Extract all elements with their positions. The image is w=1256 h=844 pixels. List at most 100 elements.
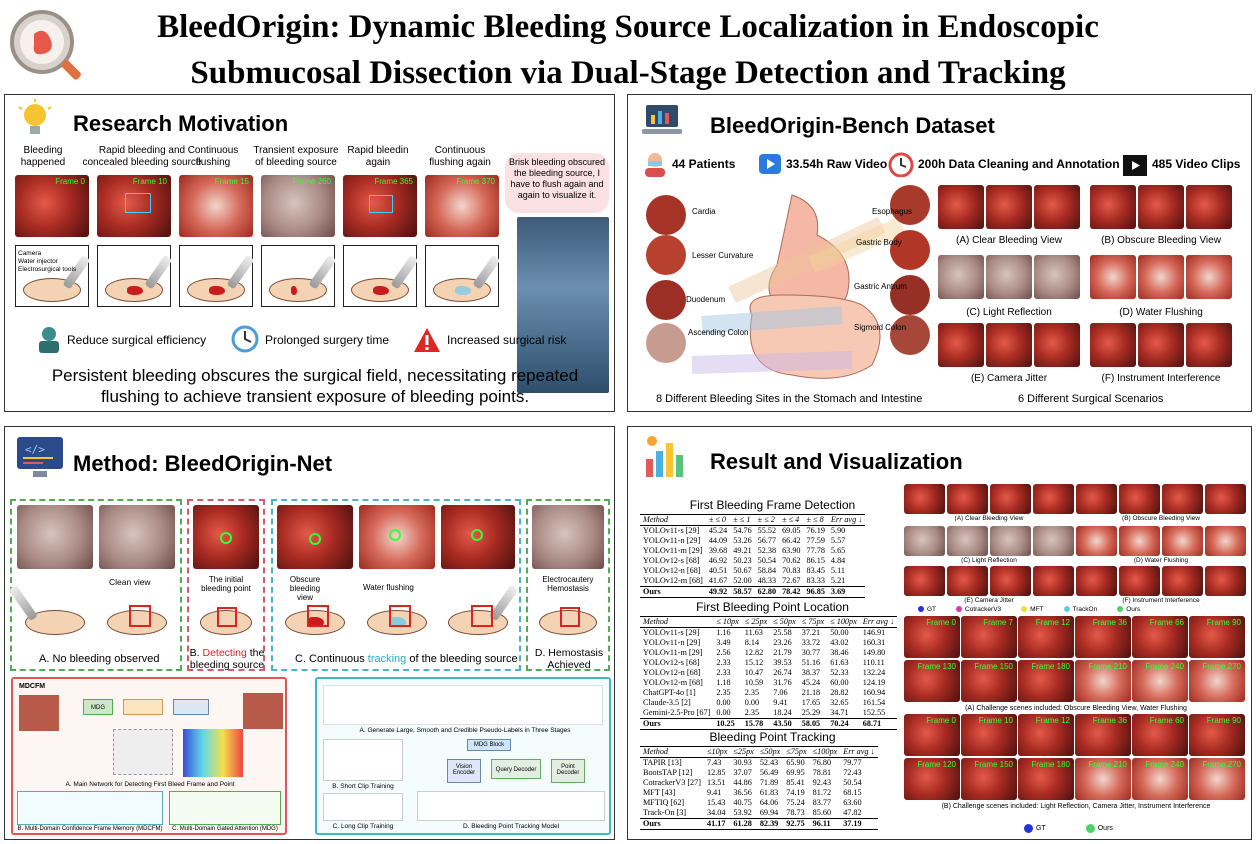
column-header: Err avg ↓ bbox=[827, 514, 866, 526]
table-cell: 72.67 bbox=[782, 576, 801, 585]
table-cell: 21.79 bbox=[773, 648, 792, 657]
stat-patients: 44 Patients bbox=[672, 157, 736, 171]
table-cell: 146.91 bbox=[862, 628, 886, 637]
table-cell: 83.77 bbox=[812, 798, 832, 807]
table-cell: 37.21 bbox=[801, 628, 821, 637]
scene-label: (A) Clear Bleeding View bbox=[954, 515, 1024, 522]
table-cell: 70.62 bbox=[782, 556, 801, 565]
table-cell: 8.14 bbox=[744, 638, 760, 647]
table-cell: 33.72 bbox=[801, 638, 821, 647]
track-b-caption: B. Short Clip Training bbox=[332, 783, 394, 790]
table-title: First Bleeding Frame Detection bbox=[689, 498, 856, 512]
scenarios-caption: 6 Different Surgical Scenarios bbox=[1018, 393, 1164, 405]
table-cell: 96.85 bbox=[803, 586, 828, 598]
table-cell: YOLOv12-m [68] bbox=[643, 576, 703, 585]
detection-network-box: MDCFM MDG A. Main Network for Detecting … bbox=[11, 677, 287, 835]
module-label: MDCFM bbox=[19, 683, 46, 690]
table-cell: 36.56 bbox=[733, 788, 752, 797]
table-cell: 12.82 bbox=[744, 648, 764, 657]
table-cell: 132.24 bbox=[862, 668, 886, 677]
surgery-sketch: Camera Water injector Electrosurgical to… bbox=[15, 245, 91, 307]
tracking-frame: Frame 36 bbox=[1075, 616, 1131, 658]
tracking-frame: Frame 0 bbox=[904, 616, 960, 658]
tracking-frame: Frame 10 bbox=[961, 714, 1017, 756]
table-cell: 56.49 bbox=[759, 768, 779, 777]
net-c-caption: C. Multi-Domain Gated Attention (MDG) bbox=[172, 826, 278, 832]
track-d-caption: D. Bleeding Point Tracking Model bbox=[462, 823, 560, 830]
tracking-frame: Frame 60 bbox=[1132, 714, 1188, 756]
table-cell: YOLOv12-s [68] bbox=[643, 658, 700, 667]
warning-icon bbox=[414, 328, 440, 352]
column-header: ± ≤ 4 bbox=[779, 514, 804, 526]
scene-thumb bbox=[990, 484, 1031, 514]
stage-c-box bbox=[271, 499, 521, 671]
table-cell: 52.43 bbox=[759, 758, 779, 767]
legend-item: CotrackerV3 bbox=[956, 606, 1001, 613]
dataset-panel: BleedOrigin-Bench Dataset 44 Patients 33… bbox=[627, 94, 1252, 412]
scenario-label: (F) Instrument Interference bbox=[1101, 373, 1221, 384]
table-cell: YOLOv11-s [29] bbox=[643, 628, 700, 637]
table-cell: 86.15 bbox=[806, 556, 825, 565]
stage-b-prefix: B. bbox=[189, 647, 203, 659]
method-frame bbox=[532, 505, 604, 569]
svg-text:</>: </> bbox=[25, 443, 45, 456]
frame-label: Frame 370 bbox=[456, 177, 495, 186]
table-cell: 124.19 bbox=[862, 678, 886, 687]
site-label: Ascending Colon bbox=[688, 328, 749, 337]
method-sketch: The initial bleeding point bbox=[193, 575, 259, 639]
step-label: Transient exposure of bleeding source bbox=[253, 145, 339, 168]
scene-thumb bbox=[1205, 566, 1246, 596]
sketch-label: Water injector bbox=[18, 258, 58, 265]
table-cell: 53.26 bbox=[733, 536, 752, 545]
column-header: Method bbox=[640, 746, 704, 758]
poster-title: BleedOrigin: Dynamic Bleeding Source Loc… bbox=[0, 4, 1256, 96]
scene-thumb bbox=[904, 566, 945, 596]
scenario-label: (B) Obscure Bleeding View bbox=[1101, 235, 1221, 246]
table-cell: Gemini-2.5-Pro [67] bbox=[643, 708, 711, 717]
column-header: ± ≤ 8 bbox=[803, 514, 828, 526]
scene-thumb bbox=[990, 566, 1031, 596]
scene-thumb bbox=[1119, 566, 1160, 596]
site-label: Cardia bbox=[692, 207, 716, 216]
endoscope-frame: Frame 15 bbox=[179, 175, 253, 237]
table-cell: 37.07 bbox=[733, 768, 752, 777]
grid-caption: (A) Challenge scenes included: Obscure B… bbox=[965, 705, 1187, 712]
frame-label: Frame 150 bbox=[974, 662, 1013, 671]
table-cell: 38.46 bbox=[830, 648, 849, 657]
endoscope-frame: Frame 370 bbox=[425, 175, 499, 237]
column-header: Method bbox=[640, 616, 714, 628]
table-cell: 58.05 bbox=[798, 718, 828, 730]
step-label: Continuous flushing bbox=[187, 145, 239, 168]
frame-label: Frame 90 bbox=[1206, 618, 1241, 627]
scene-label: (C) Light Reflection bbox=[961, 557, 1017, 564]
scenario-label: (E) Camera Jitter bbox=[970, 373, 1048, 384]
tracking-frame: Frame 210 bbox=[1075, 660, 1131, 702]
table-cell: 2.35 bbox=[744, 708, 760, 717]
stage-b-box bbox=[187, 499, 265, 671]
frame-label: Frame 7 bbox=[983, 618, 1013, 627]
table-cell: 75.24 bbox=[786, 798, 805, 807]
clock-icon bbox=[231, 325, 259, 353]
table-cell: 77.59 bbox=[806, 536, 825, 545]
scenario-label: (D) Water Flushing bbox=[1119, 307, 1203, 318]
method-sketch: Clean view bbox=[99, 575, 175, 639]
table-cell: YOLOv12-m [68] bbox=[643, 678, 703, 687]
table-cell: 56.77 bbox=[757, 536, 777, 545]
method-sketch bbox=[8, 575, 93, 639]
table-cell: 61.83 bbox=[759, 788, 779, 797]
endoscope-frame: Frame 365 bbox=[343, 175, 417, 237]
laptop-chart-icon bbox=[642, 105, 682, 134]
patient-icon bbox=[645, 153, 665, 177]
stat-annotation: 200h Data Cleaning and Annotation bbox=[918, 157, 1120, 171]
table-cell: YOLOv11-m [29] bbox=[643, 546, 703, 555]
stage-c-suffix: of the bleeding source bbox=[406, 653, 518, 665]
scenario-thumb bbox=[1034, 255, 1080, 299]
